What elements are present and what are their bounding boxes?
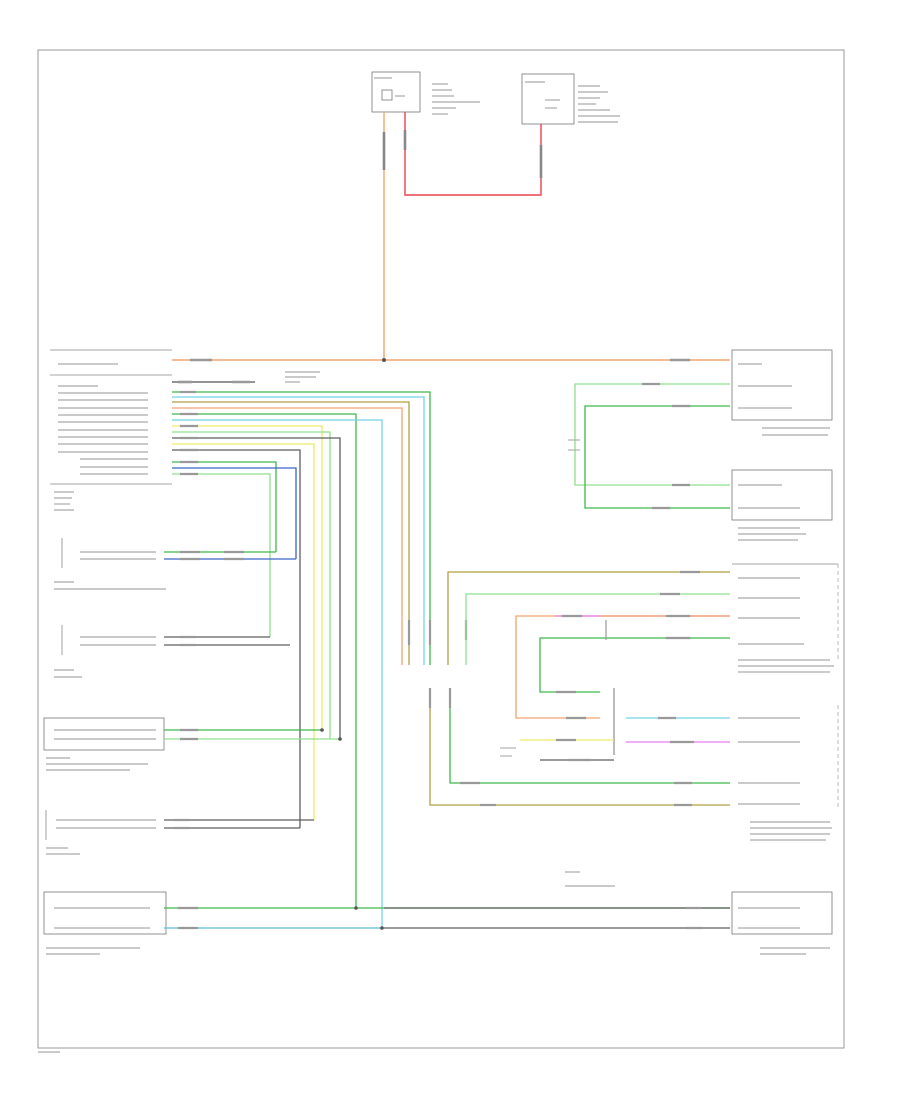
right-module-2	[731, 469, 833, 541]
right-module-4	[738, 705, 839, 841]
main-wires	[164, 358, 730, 930]
component-top-right	[521, 73, 620, 125]
main-switch-connector	[50, 349, 172, 511]
left-module-5	[45, 810, 156, 855]
right-module-1	[731, 349, 833, 436]
right-wires	[429, 382, 730, 807]
legend	[565, 871, 615, 887]
left-module-4	[43, 717, 165, 771]
left-module-2	[54, 538, 166, 590]
left-module-3	[54, 625, 156, 678]
component-top-left	[371, 71, 480, 115]
top-wires	[382, 112, 543, 360]
right-module-5	[731, 891, 833, 955]
left-module-6	[43, 891, 167, 955]
diagram-border	[37, 49, 845, 1049]
right-module-3	[732, 563, 839, 673]
